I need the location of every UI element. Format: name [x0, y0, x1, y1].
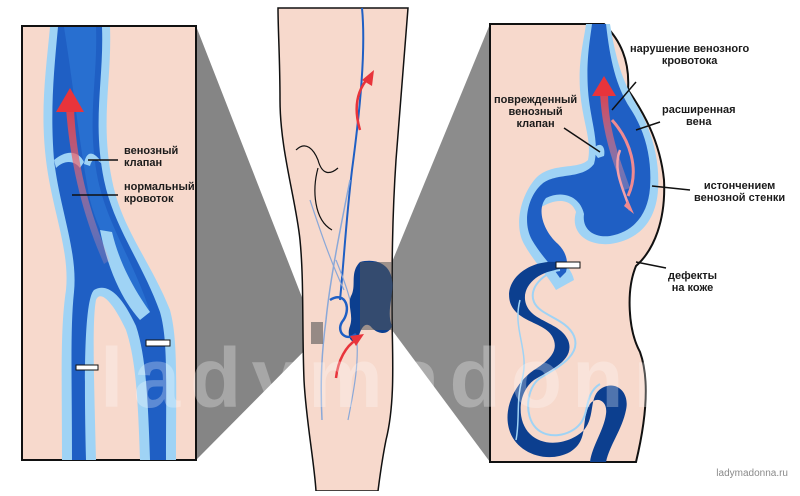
leg-outline	[277, 7, 409, 492]
panel-varicose-vein	[489, 23, 691, 463]
valve-lower	[75, 364, 99, 371]
zoom-window-left	[311, 322, 323, 344]
site-credit: ladymadonna.ru	[716, 468, 788, 479]
tortuous-vein	[507, 261, 627, 462]
leg-illustration	[277, 7, 409, 492]
zoom-window-right	[360, 262, 392, 330]
panel-normal-vein	[21, 25, 197, 461]
normal-flow-arrow	[62, 92, 110, 264]
disordered-flow-arrow	[596, 80, 630, 190]
zoom-funnel-left	[196, 26, 312, 460]
zoom-funnel-right	[392, 24, 490, 462]
